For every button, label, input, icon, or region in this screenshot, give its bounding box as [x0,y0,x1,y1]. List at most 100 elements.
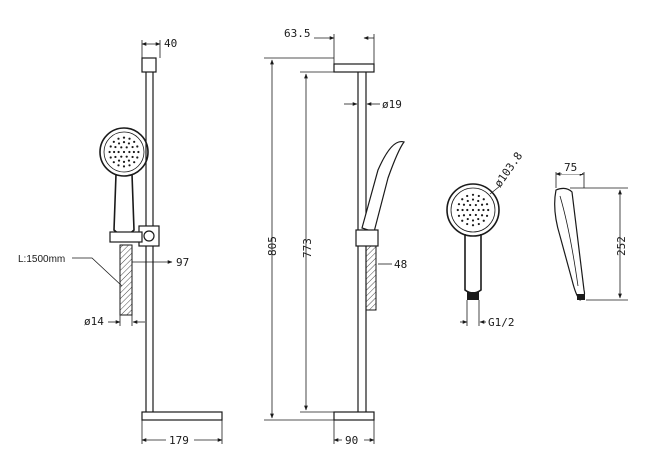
label-bg [562,160,582,174]
dim-handshower-depth: 75 [564,161,577,174]
nozzle-dot [113,150,116,154]
nozzle-dot [120,146,123,149]
handle [464,234,482,294]
holder-side [355,229,379,247]
nozzle-dot [122,150,126,154]
nozzle-dot [128,150,131,154]
nozzle-dot [471,198,475,201]
dim-overall-height: 805 [266,236,279,256]
nozzle-dot [117,137,120,140]
nozzle-dot [461,198,464,201]
dim-top-offset: 63.5 [284,27,311,40]
nozzle-dot [471,193,475,196]
base-side [333,411,375,421]
nozzle-dot [461,219,464,222]
nozzle-dot [471,224,475,227]
nozzle-dot [112,140,115,143]
nozzle-dot [131,145,134,149]
dim-thread: G1/2 [488,316,515,329]
nozzle-dot [477,217,480,221]
holder-knob [143,230,155,242]
nozzle-dot [482,208,485,212]
nozzle-dot [462,214,466,217]
nozzle-dot [114,145,117,149]
nozzle-dot [114,155,117,159]
nozzle-dot [125,155,128,158]
nozzle-dot [474,213,477,217]
nozzle-dot [136,156,139,159]
nozzle-dot [128,137,131,140]
nozzle-dot [485,203,489,206]
nozzle-dot [136,145,139,148]
nozzle-dot [461,208,464,212]
dim-base-width-side: 90 [345,434,358,447]
nozzle-dot [477,222,480,226]
nozzle-dot [477,194,480,198]
nozzle-dot [482,219,485,222]
nozzle-dot [109,156,112,159]
nozzle-dot [480,203,484,206]
nozzle-dot [462,203,466,206]
dim-handshower-length: 252 [615,236,628,256]
leader-line [72,257,123,287]
nozzle-dot [469,203,472,207]
nozzle-dot [471,219,475,222]
nozzle-dot [128,164,131,167]
holder-clip [109,231,143,243]
nozzle-dot [466,208,469,212]
nozzle-dot [457,214,461,217]
dim-holder-offset: 97 [176,256,189,269]
nozzle-dot [485,214,489,217]
nozzle-dot [127,159,131,162]
thread-side [577,294,585,300]
handshower-front-detail: ø103.8 G1/2 [446,150,525,329]
hose-side [365,245,377,311]
nozzle-dot [471,208,475,212]
label-bg [342,433,364,447]
nozzle-dot [137,150,140,154]
nozzle-dot [480,214,484,217]
label-bg [166,433,194,447]
spray-face [446,183,500,237]
nozzle-dot [112,161,115,164]
nozzle-dot [487,208,490,212]
nozzle-dot [109,145,112,148]
spray-face-inner [450,187,496,233]
dim-holder-height: 48 [394,258,407,271]
nozzle-dot [466,199,469,203]
front-view-rail-assembly: 40 L:1500mm 97 ø14 179 [18,37,223,447]
leader-line [489,185,501,195]
nozzle-dot [127,142,131,145]
nozzle-dot [466,217,469,221]
thread-connector [467,292,479,300]
nozzle-dot [466,194,469,198]
nozzle-pattern [108,136,140,168]
nozzle-dot [133,140,136,143]
nozzle-dot [132,150,135,154]
nozzle-dot [120,155,123,158]
handshower-side-on-rail [361,140,405,233]
nozzle-dot [117,159,121,162]
handshower-side-detail: 75 252 [554,160,628,301]
dim-rail-height: 773 [301,238,314,258]
dim-base-width: 179 [169,434,189,447]
nozzle-dot [474,203,477,207]
nozzle-dot [122,141,126,144]
nozzle-dot [456,208,459,212]
hose [119,244,133,316]
nozzle-dot [133,161,136,164]
nozzle-dot [122,136,126,139]
top-bracket [141,57,157,73]
soap-dish-base [141,411,223,421]
profile-inner [559,195,579,287]
nozzle-dot [482,198,485,201]
nozzle-dot [117,142,121,145]
nozzle-dot [477,199,480,203]
hose-length-label: L:1500mm [18,254,65,265]
nozzle-dot [466,222,469,226]
nozzle-dot [117,150,120,154]
nozzle-dot [122,165,126,168]
handshower-front-left [99,127,149,236]
nozzle-dot [457,203,461,206]
